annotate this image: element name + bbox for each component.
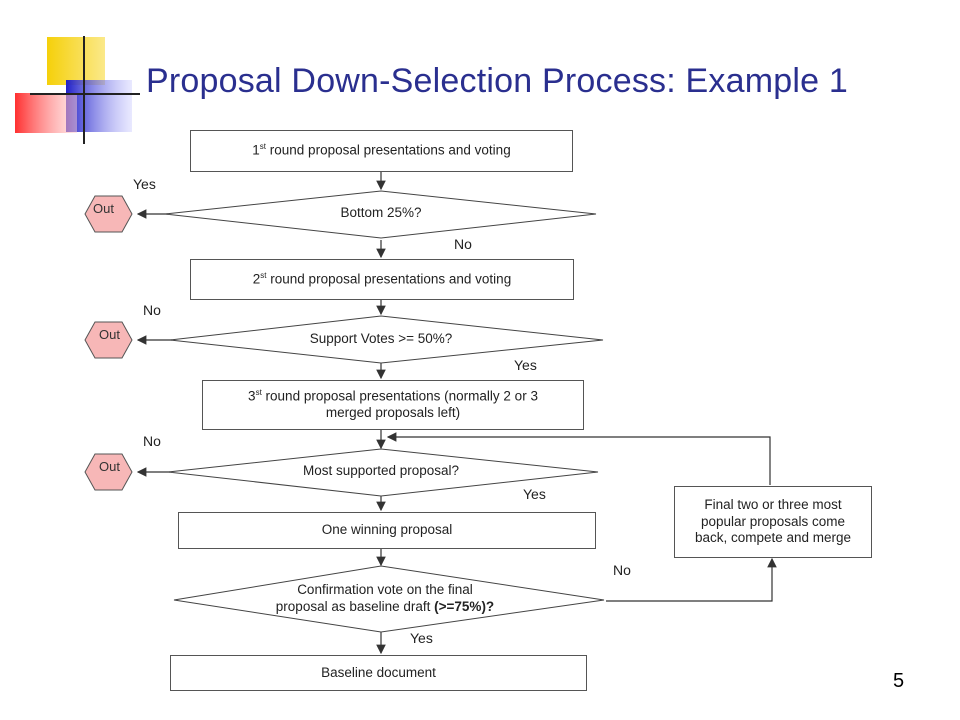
round1-box: 1st round proposal presentations and vot… [190, 130, 573, 172]
page-number: 5 [893, 670, 905, 692]
final-merge-text: Final two or three most popular proposal… [694, 496, 852, 546]
round2-text: 2st round proposal presentations and vot… [252, 270, 512, 287]
label-d4-next: Yes [410, 630, 433, 646]
out-shape-1 [84, 195, 133, 233]
baseline-box: Baseline document [170, 655, 587, 691]
decision-confirmation-line1: Confirmation vote on the final [297, 582, 473, 597]
out-label-2: Out [99, 327, 120, 342]
out-label-1: Out [93, 201, 114, 216]
slide-title: Proposal Down-Selection Process: Example… [146, 62, 848, 100]
decision-confirmation-threshold: (>=75%)? [434, 598, 495, 614]
out-label-3: Out [99, 459, 120, 474]
final-merge-box: Final two or three most popular proposal… [674, 486, 872, 558]
round3-text: 3st round proposal presentations (normal… [248, 387, 538, 421]
decision-bottom-25-shape [164, 190, 597, 239]
round2-box: 2st round proposal presentations and vot… [190, 259, 574, 300]
decision-confirmation-line2: proposal as baseline draft [275, 598, 435, 614]
decision-most-supported: Most supported proposal? [302, 463, 460, 478]
label-d2-out: No [143, 302, 161, 318]
decision-confirmation-shape [173, 565, 605, 633]
out-shape-3 [84, 453, 133, 491]
baseline-text: Baseline document [321, 664, 436, 680]
decision-most-supported-shape [167, 448, 599, 497]
deco-red-bar [15, 93, 77, 133]
winner-text: One winning proposal [321, 522, 453, 538]
winner-box: One winning proposal [178, 512, 596, 549]
decision-bottom-25: Bottom 25%? [340, 205, 422, 220]
decision-support-votes: Support Votes >= 50%? [309, 331, 453, 346]
label-d3-out: No [143, 433, 161, 449]
label-d2-next: Yes [514, 357, 537, 373]
label-d1-next: No [454, 236, 472, 252]
deco-yellow-square [47, 37, 105, 85]
arrow-d4-final [606, 557, 777, 602]
label-d1-out: Yes [133, 176, 156, 192]
decision-confirmation: Confirmation vote on the final proposal … [230, 582, 540, 616]
round3-box: 3st round proposal presentations (normal… [202, 380, 584, 430]
round1-text: 1st round proposal presentations and vot… [252, 142, 511, 158]
decision-support-votes-shape [169, 315, 604, 364]
label-d4-loop: No [613, 562, 631, 578]
arrow-final-d3 [386, 432, 771, 485]
label-d3-next: Yes [523, 486, 546, 502]
out-shape-2 [84, 321, 133, 359]
corner-decoration [15, 36, 140, 144]
